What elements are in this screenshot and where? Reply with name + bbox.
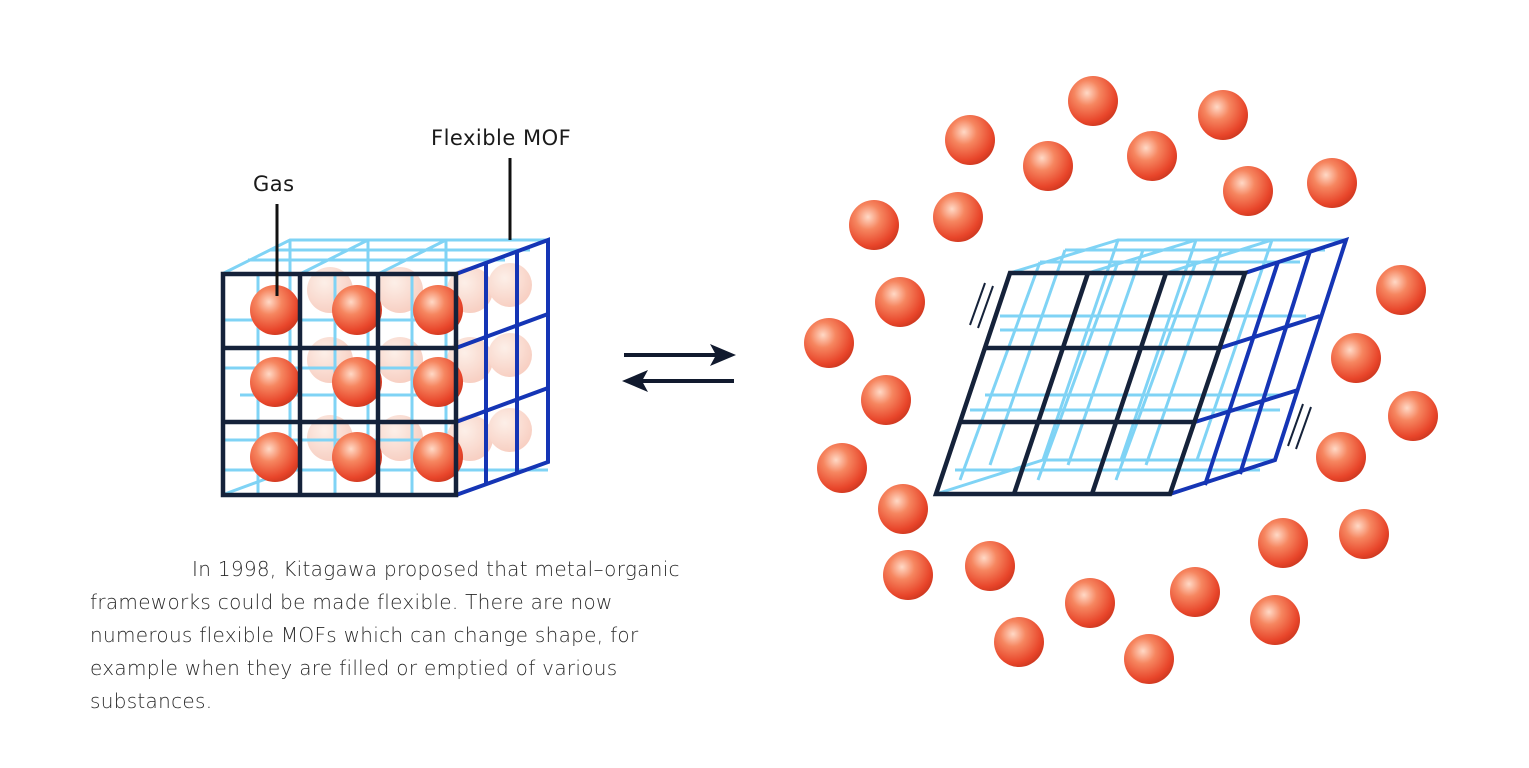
caption-text: In 1998, Kitagawa proposed that metal–or… [90, 557, 680, 713]
front-face [220, 271, 459, 498]
gas-label: Gas [253, 172, 295, 196]
front-gas-spheres [250, 285, 463, 482]
inner-lattice-right [935, 238, 1346, 496]
side-face-right [1169, 236, 1350, 496]
filled-mof-cube [220, 158, 550, 498]
side-face [455, 237, 550, 497]
released-gas-spheres [804, 76, 1438, 684]
reversible-equilibrium-arrows-icon [622, 344, 736, 392]
flexed-empty-mof [932, 236, 1350, 497]
motion-marks [969, 282, 1312, 450]
front-face-right [932, 270, 1249, 497]
flexible-mof-label: Flexible MOF [431, 126, 572, 150]
